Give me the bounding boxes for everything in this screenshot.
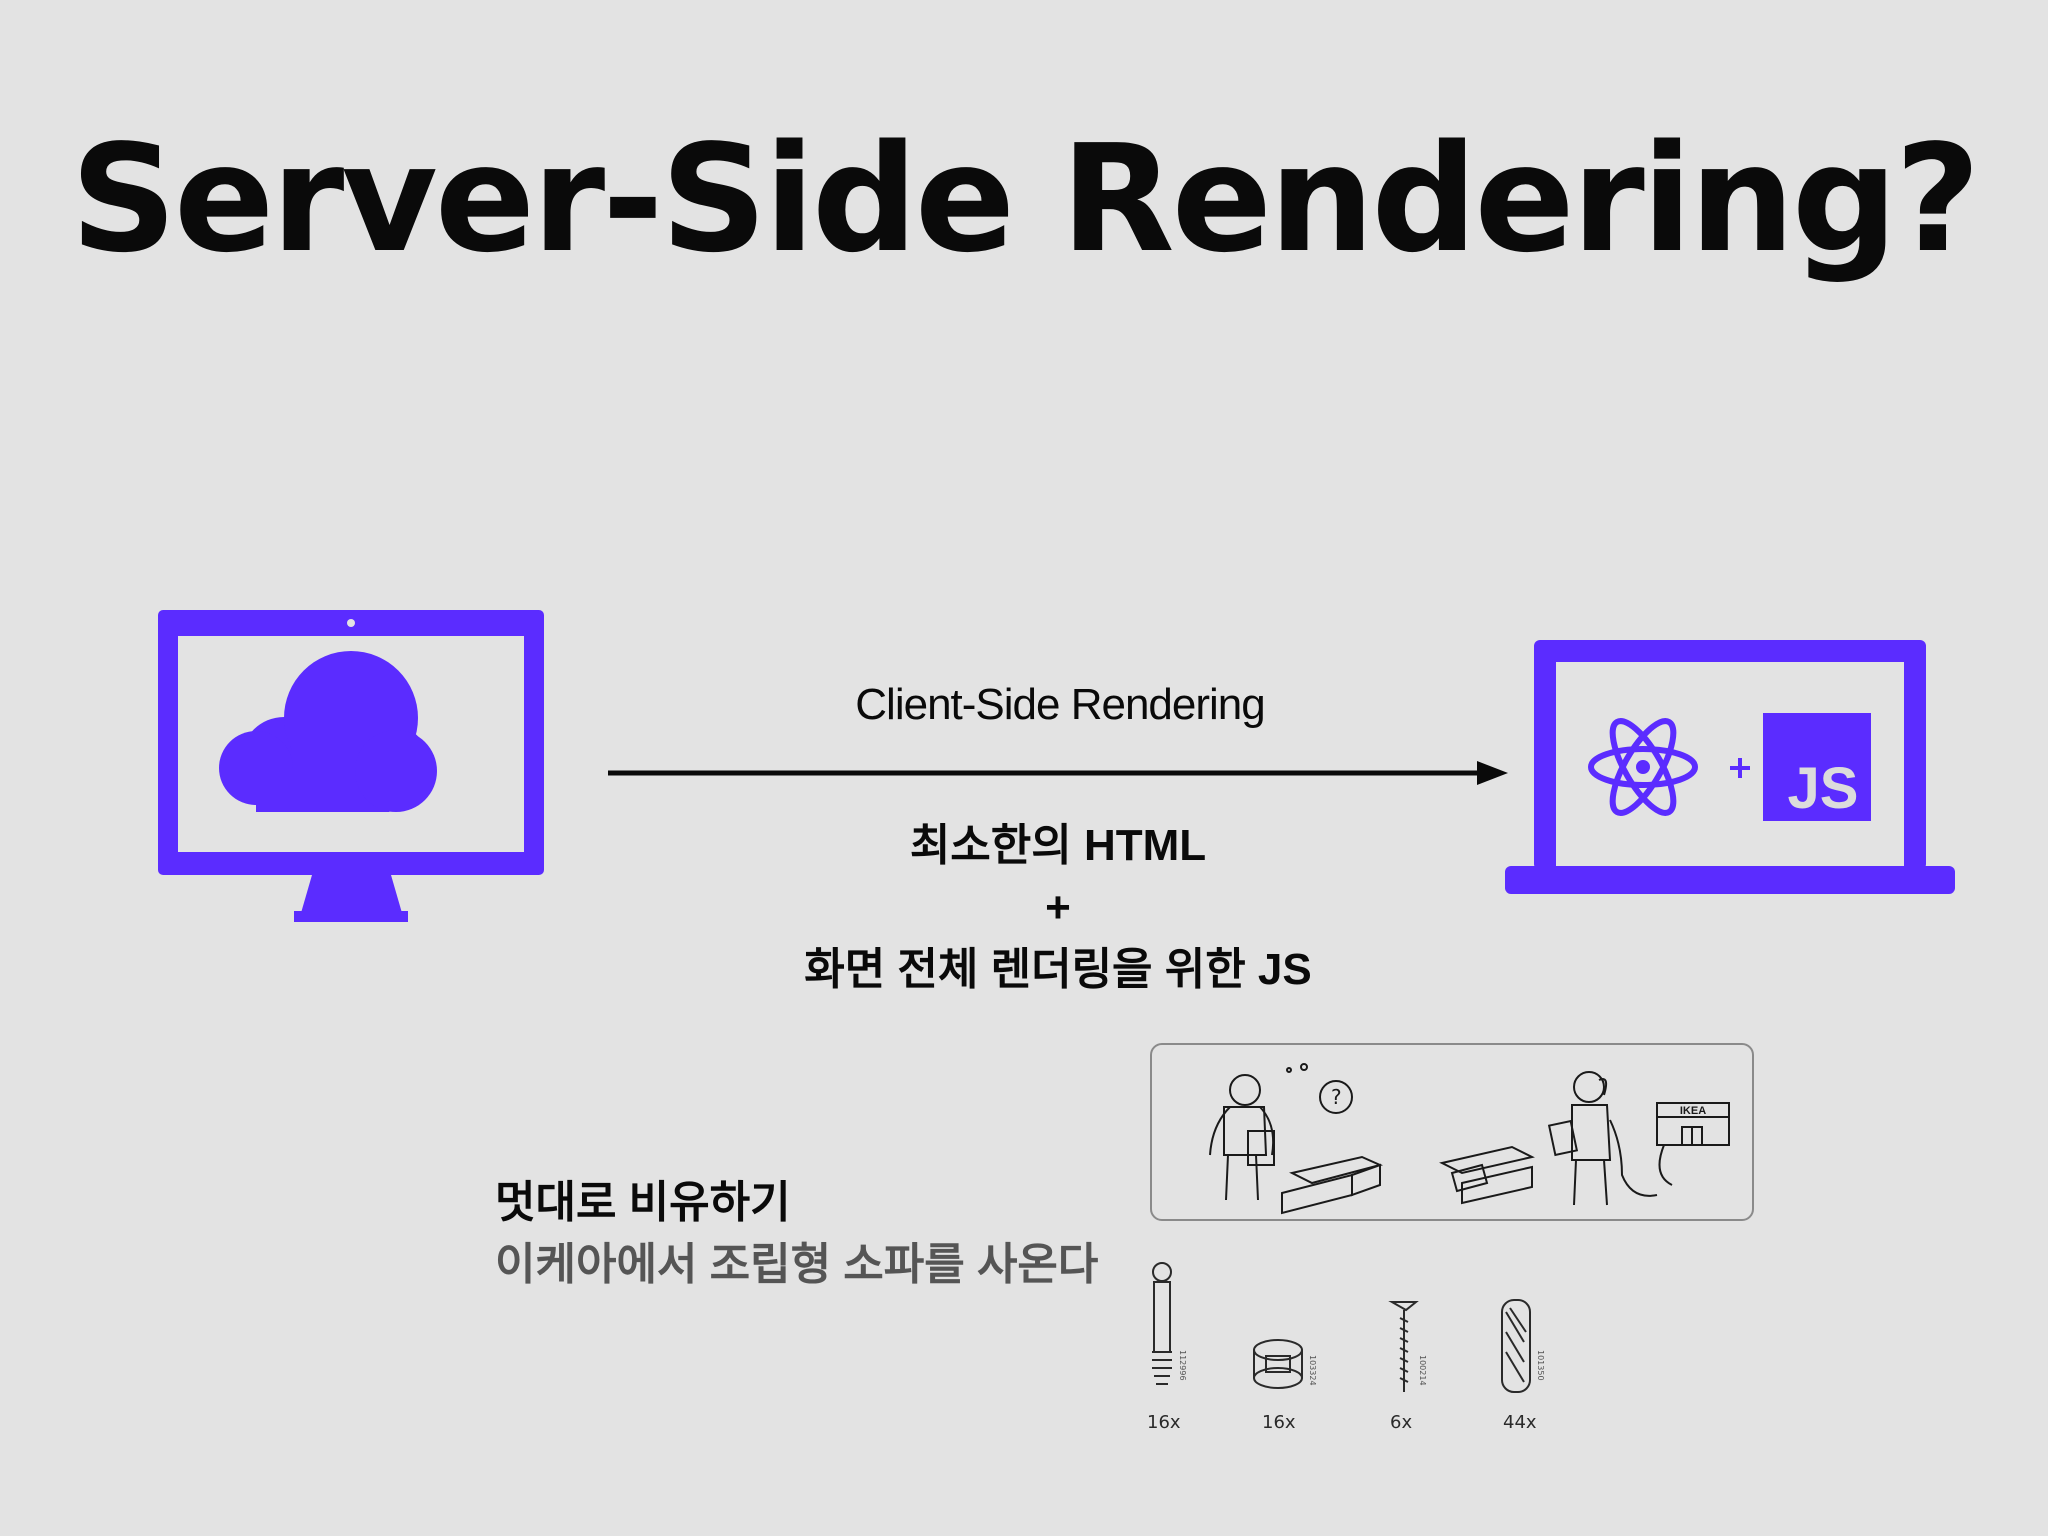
part-count: 16x <box>1262 1412 1296 1433</box>
confused-assembler-icon: ? IKEA <box>1209 1063 1730 1215</box>
cam-bolt-icon <box>1152 1262 1172 1385</box>
payload-html-line: 최소한의 HTML <box>909 821 1207 870</box>
laptop-icon: JS <box>1505 640 1955 894</box>
cloud-monitor-icon <box>158 610 544 922</box>
metaphor-text: 멋대로 비유하기 이케아에서 조립형 소파를 사온다 <box>495 1172 1098 1296</box>
part-code: 101350 <box>1536 1350 1545 1381</box>
ikea-manual-illustration: ? IKEA <box>1150 1043 1754 1221</box>
payload-description: 최소한의 HTML + 화면 전체 렌더링을 위한 JS <box>658 815 1458 1001</box>
arrow-label: Client-Side Rendering <box>855 680 1265 729</box>
part-count: 44x <box>1503 1412 1537 1433</box>
svg-text:?: ? <box>1331 1085 1342 1109</box>
svg-text:IKEA: IKEA <box>1680 1105 1706 1117</box>
part-code: 100214 <box>1418 1355 1427 1386</box>
payload-plus: + <box>1045 883 1071 932</box>
page-title: Server-Side Rendering? <box>70 113 1980 285</box>
svg-text:JS: JS <box>1788 756 1859 821</box>
part-count: 16x <box>1147 1412 1181 1433</box>
part-count: 6x <box>1390 1412 1412 1433</box>
js-logo-icon: JS <box>1763 713 1871 821</box>
payload-js-line: 화면 전체 렌더링을 위한 JS <box>804 945 1312 994</box>
cam-lock-icon <box>1253 1339 1303 1389</box>
part-code: 103324 <box>1308 1355 1317 1386</box>
react-atom-icon <box>1588 718 1698 816</box>
metaphor-heading: 멋대로 비유하기 <box>495 1178 791 1227</box>
arrow-icon <box>608 761 1508 785</box>
part-code: 112996 <box>1178 1350 1187 1381</box>
metaphor-sentence: 이케아에서 조립형 소파를 사온다 <box>495 1240 1099 1289</box>
screw-icon <box>1388 1301 1419 1392</box>
hardware-parts: 16x 16x 6x 44x 112996 103324 100214 1013… <box>1147 1262 1545 1433</box>
wooden-dowel-icon <box>1501 1299 1531 1393</box>
